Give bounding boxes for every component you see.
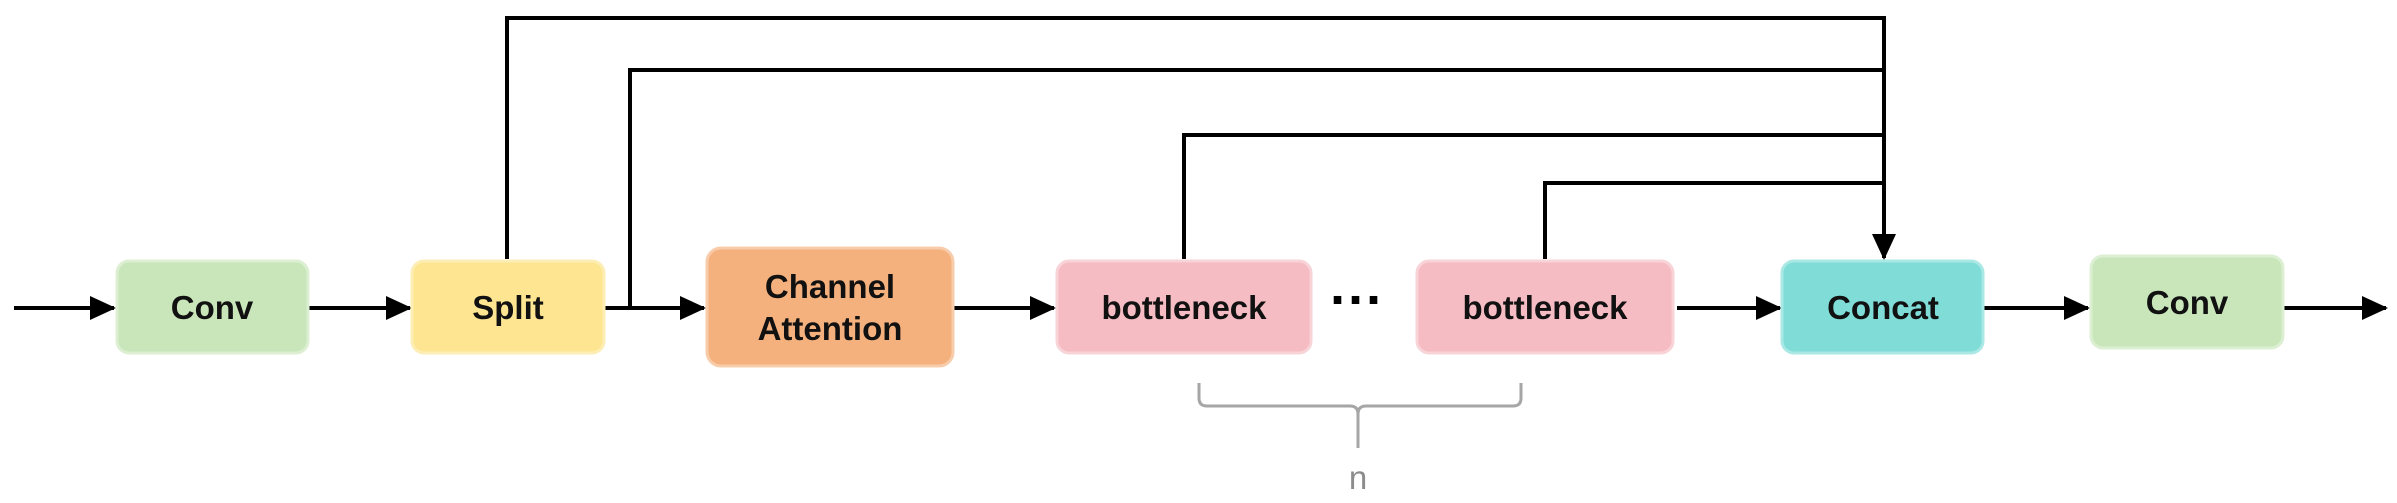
bottleneck-last-label: bottleneck xyxy=(1462,289,1628,326)
split-label: Split xyxy=(472,289,544,326)
node-conv-output: Conv xyxy=(2089,254,2285,350)
node-channel-attention: Channel Attention xyxy=(705,246,955,368)
conv-input-label: Conv xyxy=(171,289,254,326)
concat-label: Concat xyxy=(1827,289,1939,326)
node-bottleneck-first: bottleneck xyxy=(1055,259,1313,355)
skip-line-split xyxy=(505,16,1884,259)
conv-output-box xyxy=(2089,254,2285,350)
node-conv-input: Conv xyxy=(115,259,310,355)
bottleneck-first-box xyxy=(1055,259,1313,355)
conv-input-box xyxy=(115,259,310,355)
skip-line-bottleneck-last xyxy=(1543,181,1884,259)
channel-attention-label-line2: Attention xyxy=(758,310,903,347)
node-bottleneck-last: bottleneck xyxy=(1415,259,1675,355)
bottleneck-last-box xyxy=(1415,259,1675,355)
node-concat: Concat xyxy=(1780,259,1985,355)
skip-line-split-branch xyxy=(628,68,1884,308)
skip-connections xyxy=(505,16,1896,308)
repeat-count-label: n xyxy=(1349,459,1367,496)
channel-attention-label-line1: Channel xyxy=(765,268,895,305)
split-box xyxy=(410,259,606,355)
concat-box xyxy=(1780,259,1985,355)
node-split: Split xyxy=(410,259,606,355)
repeat-brace-shape xyxy=(1197,383,1523,448)
channel-attention-box xyxy=(705,246,955,368)
conv-output-label: Conv xyxy=(2146,284,2229,321)
repeat-brace: n xyxy=(1197,383,1523,496)
ellipsis: ··· xyxy=(1330,270,1384,330)
bottleneck-first-label: bottleneck xyxy=(1101,289,1267,326)
skip-line-bottleneck-first xyxy=(1182,133,1884,259)
